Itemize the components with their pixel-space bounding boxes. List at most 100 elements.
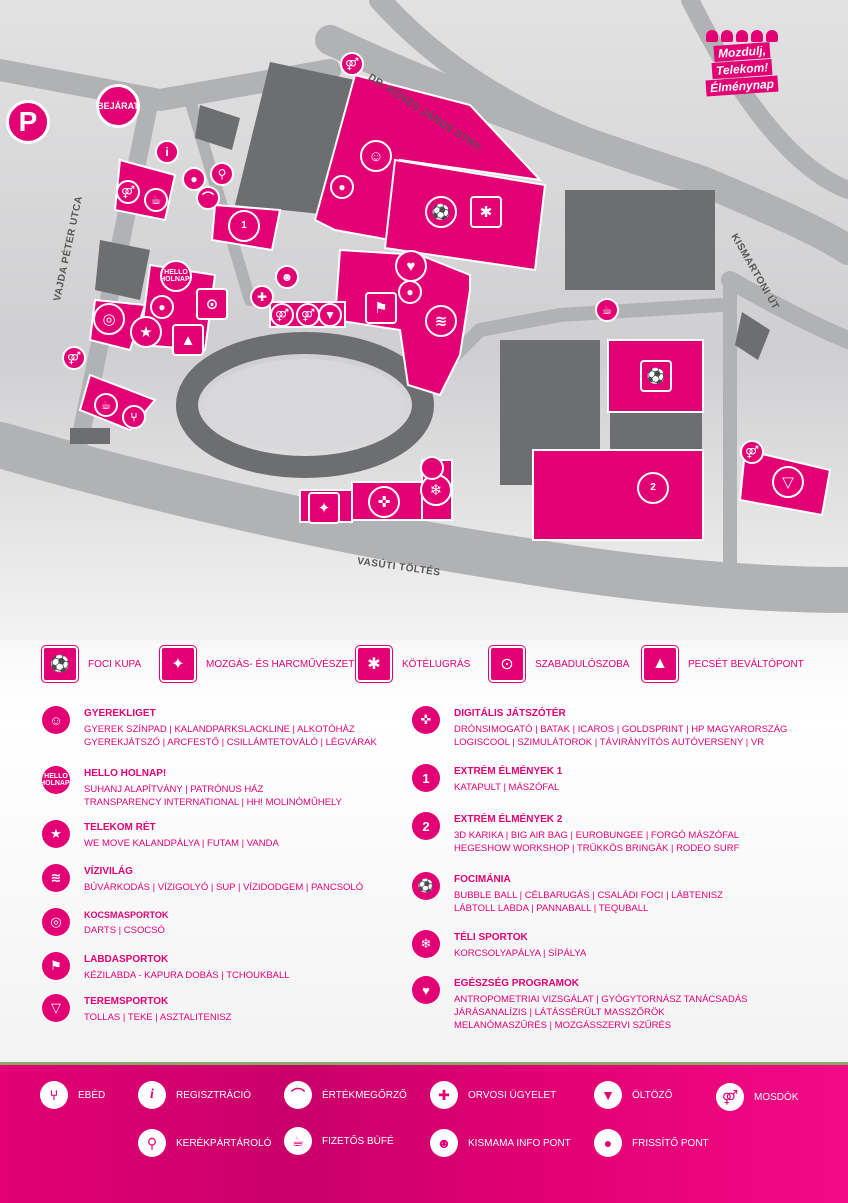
restroom-icon[interactable]: ⚤ — [340, 52, 364, 76]
footer-label: FIZETŐS BÜFÉ — [322, 1135, 394, 1147]
restroom-icon[interactable]: ⚤ — [62, 346, 86, 370]
activity-line: BÚVÁRKODÁS | VÍZIGOLYÓ | SUP | VÍZIDODGE… — [84, 882, 364, 893]
activity-hello-holnap: HELLO HOLNAP! HELLO HOLNAP! SUHANJ ALAPÍ… — [40, 766, 342, 809]
activity-line: JÁRÁSANALÍZIS | LÁTÁSSÉRÜLT MASSZŐRÖK — [454, 1007, 665, 1018]
activity-teremsportok: ▽ TEREMSPORTOK TOLLAS | TEKE | ASZTALITE… — [42, 994, 231, 1024]
activity-title: KOCSMASPORTOK — [84, 910, 169, 920]
hello-holnap-icon[interactable]: HELLO HOLNAP! — [160, 260, 192, 292]
legend-foci-kupa: ⚽ FOCI KUPA — [42, 646, 141, 682]
activity-line: DRÓNSIMOGATÓ | BATAK | ICAROS | GOLDSPRI… — [454, 724, 788, 735]
coffee-cup-icon[interactable]: ☕ — [595, 298, 619, 322]
soccer-ball-icon[interactable]: ⚽ — [425, 196, 457, 228]
legend-kotelugras: ✱ KÖTÉLUGRÁS — [356, 646, 470, 682]
activity-line: DARTS | CSOCSÓ — [84, 925, 165, 936]
footer-label: KISMAMA INFO PONT — [468, 1137, 571, 1149]
footer-orvosi: ✚ ORVOSI ÜGYELET — [430, 1081, 556, 1109]
mother-baby-icon[interactable]: ☻ — [275, 265, 299, 289]
snowflake-icon[interactable]: ❄ — [420, 474, 452, 506]
building-grey — [70, 428, 110, 444]
restroom-icon[interactable]: ⚤ — [296, 303, 320, 327]
cutlery-icon: ⑂ — [40, 1081, 68, 1109]
activity-line: BUBBLE BALL | CÉLBARUGÁS | CSALÁDI FOCI … — [454, 890, 723, 901]
extrem-1-icon[interactable]: 1 — [228, 210, 260, 242]
footer-frissito: ● FRISSÍTŐ PONT — [594, 1129, 709, 1157]
coffee-cup-icon[interactable]: ☕ — [94, 393, 118, 417]
extrem-2-icon[interactable]: 2 — [637, 472, 669, 504]
rope-jump-icon: ✱ — [356, 646, 392, 682]
activity-title: TÉLI SPORTOK — [454, 932, 528, 943]
mother-baby-icon: ☻ — [430, 1129, 458, 1157]
star-icon[interactable]: ★ — [130, 316, 162, 348]
extrem2-number: 2 — [422, 818, 430, 834]
soccer-ball-icon: ⚽ — [412, 872, 440, 900]
building-grey — [235, 62, 355, 215]
shuttlecock-icon[interactable]: ▽ — [772, 466, 804, 498]
logo-figures — [692, 30, 792, 42]
road-koves — [315, 25, 848, 265]
activity-line: KORCSOLYAPÁLYA | SÍPÁLYA — [454, 948, 587, 959]
info-icon: i — [138, 1081, 166, 1109]
bicycle-icon: ⚲ — [138, 1129, 166, 1157]
heart-pulse-icon[interactable]: ♥ — [395, 250, 427, 282]
soccer-trophy-icon[interactable]: ⚽ — [640, 360, 672, 392]
hanger-icon[interactable]: ⌒ — [196, 186, 220, 210]
buildings — [70, 62, 770, 485]
apple-icon[interactable]: ● — [330, 175, 354, 199]
water-icon: ≋ — [42, 864, 70, 892]
activity-line: WE MOVE KALANDPÁLYA | FUTAM | VANDA — [84, 838, 279, 849]
apple-icon[interactable]: ● — [398, 280, 422, 304]
legend-szabaduloszoba: ⊙ SZABADULÓSZOBA — [489, 646, 629, 682]
restroom-icon[interactable]: ⚤ — [740, 440, 764, 464]
gamepad-icon[interactable]: ✜ — [368, 486, 400, 518]
activity-line: KÉZILABDA - KAPURA DOBÁS | TCHOUKBALL — [84, 970, 290, 981]
star-icon: ★ — [42, 820, 70, 848]
activity-title: EXTRÉM ÉLMÉNYEK 1 — [454, 766, 563, 777]
ball-player-icon[interactable]: ⚑ — [365, 292, 397, 324]
stamp-icon[interactable]: ▲ — [172, 324, 204, 356]
activity-line: TRANSPARENCY INTERNATIONAL | HH! MOLINÓM… — [84, 797, 342, 808]
keyhole-icon: ⊙ — [489, 646, 525, 682]
water-icon[interactable]: ≋ — [425, 305, 457, 337]
parking-marker[interactable]: P — [6, 100, 50, 144]
restroom-icon[interactable]: ⚤ — [270, 303, 294, 327]
keyhole-icon[interactable]: ⊙ — [196, 288, 228, 320]
footer-label: EBÉD — [78, 1089, 106, 1101]
road-kismartoni-top — [721, 271, 848, 349]
activity-gyerekliget: ☺ GYEREKLIGET GYEREK SZÍNPAD | KALANDPAR… — [42, 706, 377, 749]
hanger-icon: ⌒ — [284, 1081, 312, 1109]
legend-mozgas: ✦ MOZGÁS- ÉS HARCMŰVÉSZET — [160, 646, 354, 682]
road-vasuti — [0, 422, 848, 613]
crowd-icon[interactable]: ☺ — [360, 140, 392, 172]
crowd-icon: ☺ — [42, 706, 70, 734]
activity-labdasportok: ⚑ LABDASPORTOK KÉZILABDA - KAPURA DOBÁS … — [42, 952, 290, 982]
info-icon[interactable]: i — [155, 140, 179, 164]
activity-telekom-ret: ★ TELEKOM RÉT WE MOVE KALANDPÁLYA | FUTA… — [42, 820, 279, 850]
apple-icon[interactable]: ● — [150, 295, 174, 319]
coffee-cup-icon[interactable]: ☕ — [144, 188, 168, 212]
extrem1-number: 1 — [241, 220, 247, 231]
stamp-icon: ▲ — [642, 646, 678, 682]
coffee-cup-icon: ☕ — [284, 1127, 312, 1155]
legend-pecset: ▲ PECSÉT BEVÁLTÓPONT — [642, 646, 804, 682]
jersey-icon[interactable]: ▼ — [318, 303, 342, 327]
extrem1-number: 1 — [422, 770, 430, 786]
footer-label: FRISSÍTŐ PONT — [632, 1137, 709, 1149]
footer-label: ORVOSI ÜGYELET — [468, 1089, 557, 1101]
martial-arts-icon[interactable]: ✦ — [308, 492, 340, 524]
target-icon: ◎ — [42, 908, 70, 936]
activity-line: LOGISCOOL | SZIMULÁTOROK | TÁVIRÁNYÍTÓS … — [454, 737, 765, 748]
entrance-marker[interactable]: BEJÁRAT — [96, 84, 140, 128]
footer-buffe: ☕ FIZETŐS BÜFÉ — [284, 1127, 394, 1155]
footer-label: ÖLTÖZŐ — [632, 1089, 673, 1101]
apple-icon: ● — [594, 1129, 622, 1157]
bicycle-icon[interactable]: ⚲ — [210, 162, 234, 186]
medical-cross-icon[interactable]: ✚ — [250, 285, 274, 309]
rope-jump-icon[interactable]: ✱ — [470, 196, 502, 228]
restroom-icon[interactable]: ⚤ — [116, 180, 140, 204]
target-icon[interactable]: ◎ — [93, 303, 125, 335]
venue-map: DR. KÖVES JÁNOS STNY. VAJDA PÉTER UTCA K… — [0, 0, 848, 640]
event-logo: Mozdulj, Telekom! Élménynap — [692, 30, 792, 97]
map-canvas — [0, 0, 848, 640]
cutlery-icon[interactable]: ⑂ — [122, 405, 146, 429]
footer-label: KERÉKPÁRTÁROLÓ — [176, 1137, 272, 1149]
